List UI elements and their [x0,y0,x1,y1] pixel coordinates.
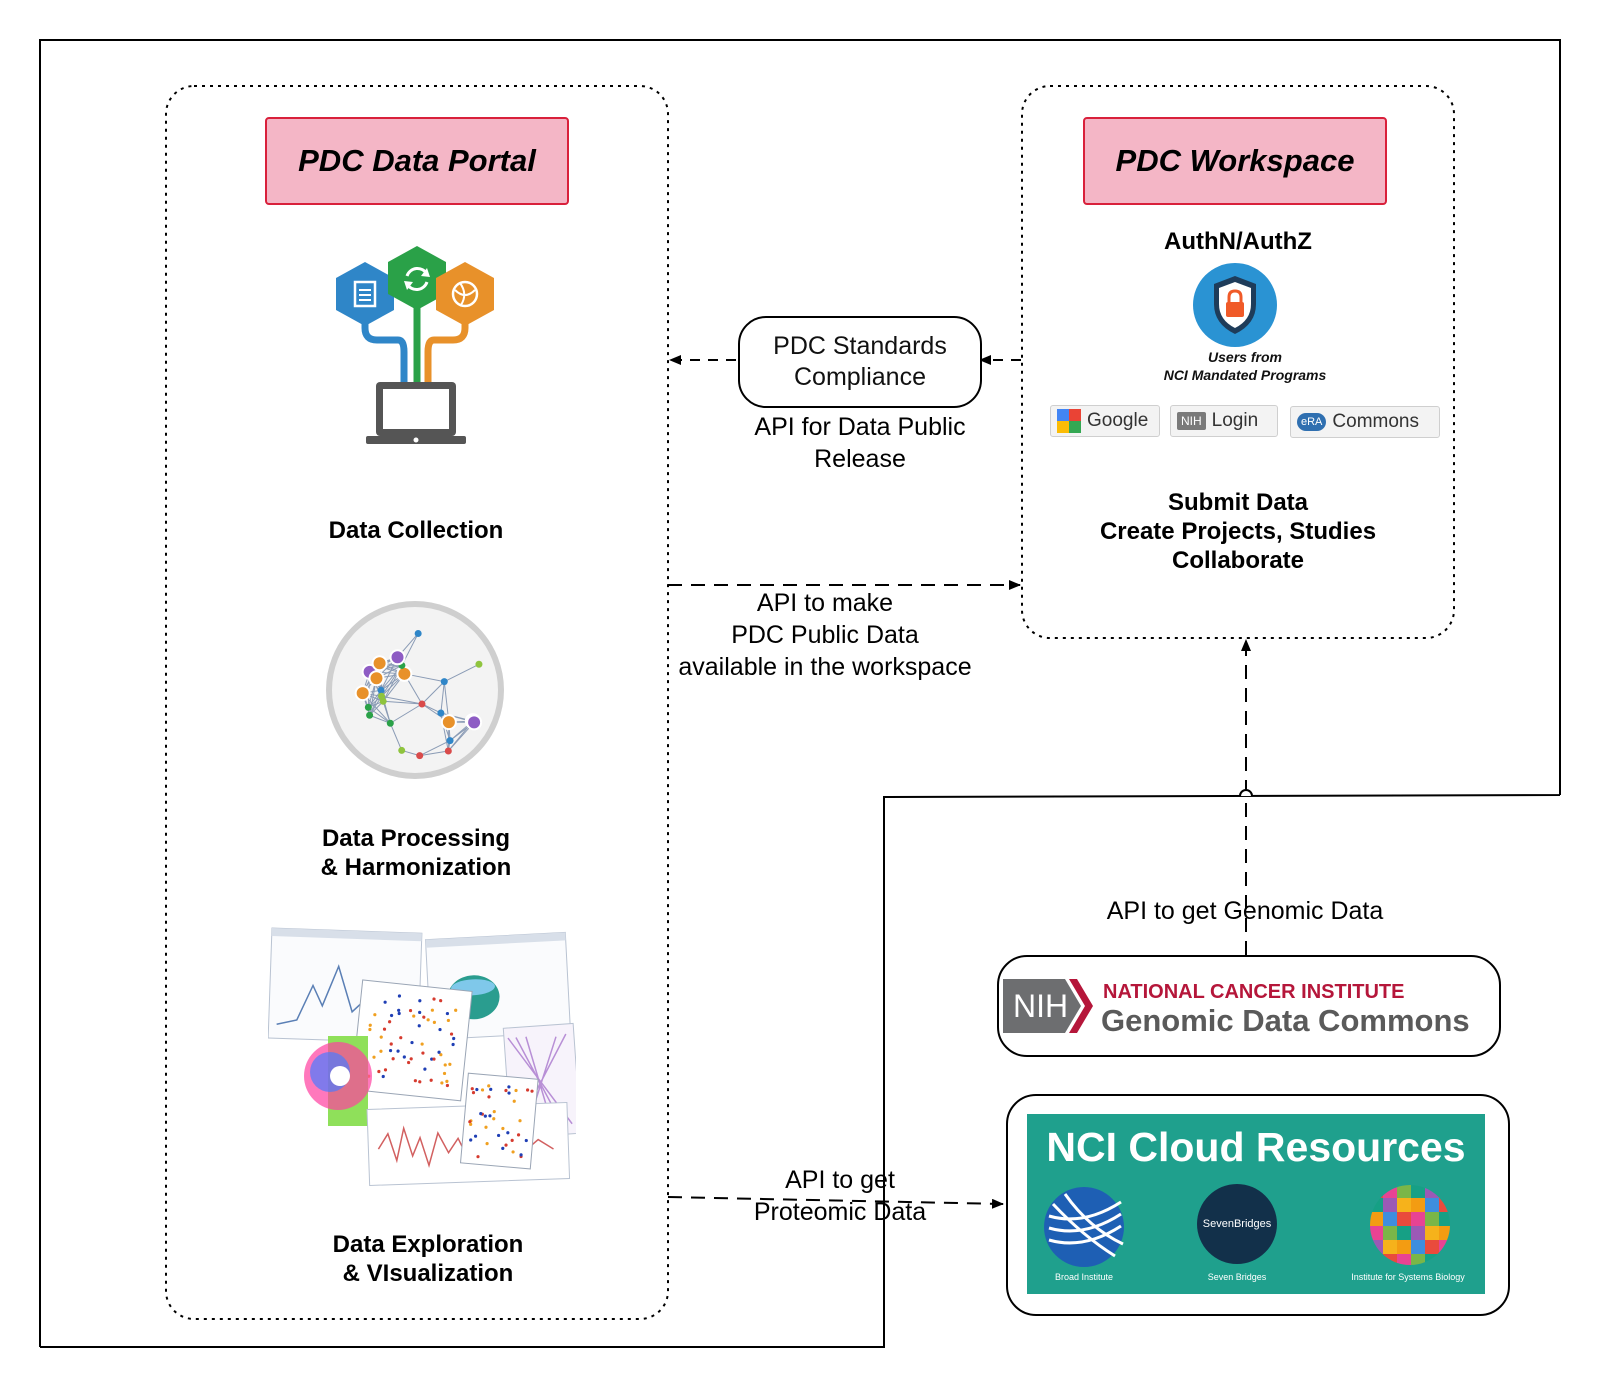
isb-logo [1370,1185,1450,1265]
visualization-collage [268,926,576,1186]
proteomic-api-label: API to get Proteomic Data [753,1166,927,1226]
portal-title: PDC Data Portal [265,117,569,205]
network-icon [326,601,504,779]
gdc-box: NIH NATIONAL CANCER INSTITUTE Genomic Da… [997,955,1501,1057]
nih-login-button[interactable]: NIH Login [1170,405,1278,437]
data-collection-icon [336,246,494,444]
cloud-title: NCI Cloud Resources [1046,1124,1466,1170]
data-processing-caption: Data Processing & Harmonization [320,825,512,881]
standards-compliance-node: PDC Standards Compliance [738,316,982,408]
seven-bridges-caption: Seven Bridges [1207,1272,1267,1282]
cloud-panel: NCI Cloud Resources Broad Institute Seve… [1027,1114,1485,1294]
users-from-label: Users from NCI Mandated Programs [1163,349,1327,383]
refresh-hexagon-icon [388,246,446,310]
gdc-line1: NATIONAL CANCER INSTITUTE [1103,981,1405,1003]
google-icon [1057,409,1081,433]
data-collection-caption: Data Collection [328,517,504,544]
nih-icon: NIH [1177,412,1206,430]
gdc-logo: NIH [1003,977,1093,1035]
google-login-button[interactable]: Google [1050,405,1160,437]
shield-lock-icon [1193,263,1277,347]
genomic-api-label: API to get Genomic Data [1106,897,1384,925]
outer-frame [39,39,1561,1348]
broad-institute-caption: Broad Institute [1054,1272,1114,1282]
data-exploration-caption: Data Exploration & VIsualization [332,1231,524,1287]
google-login-label: Google [1087,410,1149,431]
workspace-actions: Submit Data Create Projects, Studies Col… [1099,489,1377,574]
broad-institute-logo [1044,1187,1124,1267]
auth-heading: AuthN/AuthZ [1164,228,1312,255]
line-jump [1239,789,1253,797]
proteomic-api-arrow [667,1196,1004,1209]
public-release-api-label: API for Data Public Release [754,413,966,473]
isb-caption: Institute for Systems Biology [1351,1272,1465,1282]
era-commons-button[interactable]: eRA Commons [1290,406,1440,438]
gdc-line2: Genomic Data Commons [1101,1003,1470,1038]
nih-login-label: Login [1211,410,1259,431]
era-icon: eRA [1297,413,1327,431]
workspace-api-label: API to make PDC Public Data available in… [678,589,972,681]
era-commons-label: Commons [1332,411,1419,432]
workspace-title: PDC Workspace [1083,117,1387,205]
seven-bridges-logo: SevenBridges [1197,1184,1277,1264]
